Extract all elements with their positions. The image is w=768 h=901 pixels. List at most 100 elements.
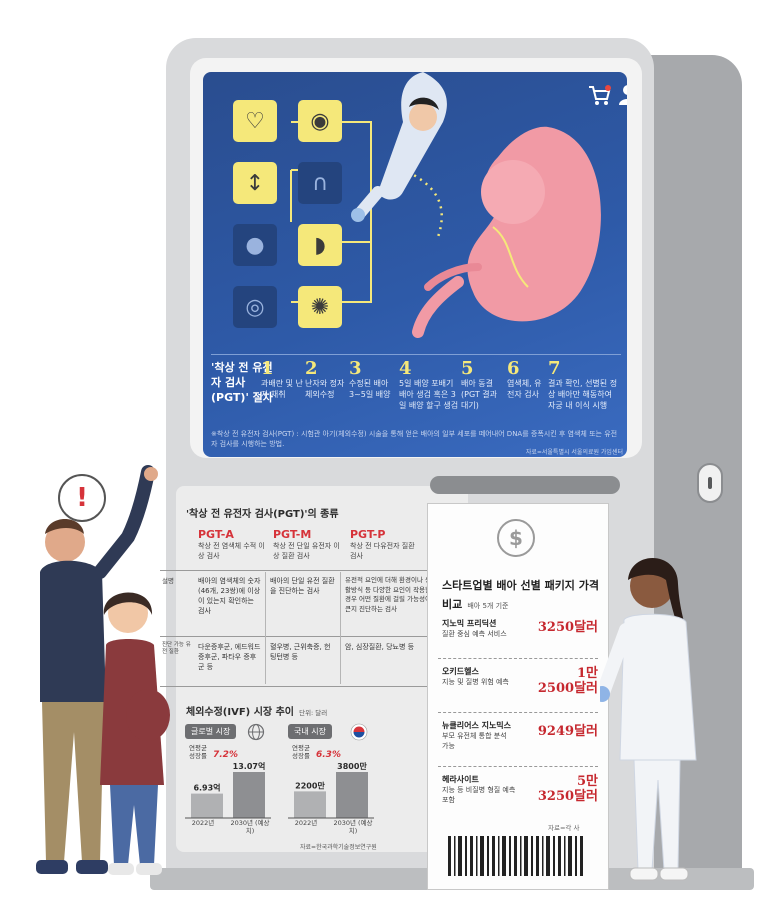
price-line-2: 3250달러: [537, 789, 598, 804]
table-rule-bottom: [160, 686, 432, 687]
step-5: 5 배아 동결 (PGT 결과 대기): [461, 360, 505, 411]
step-2: 2 난자와 정자 체외수정: [305, 360, 347, 400]
price-receipt: $ 스타트업별 배아 선별 패키지 가격 비교 배아 5개 기준 지노믹 프리딕…: [427, 503, 609, 890]
receipt-item: 오키드헬스 지능 및 질병 위험 예측 1만 2500달러: [442, 666, 598, 710]
ivf-title: 체외수정(IVF) 시장 추이: [186, 707, 294, 718]
ivf-heading: 체외수정(IVF) 시장 추이 단위: 달러: [186, 700, 436, 719]
eye-icon[interactable]: ◉: [298, 100, 342, 142]
step-6: 6 염색체, 유전자 검사: [507, 360, 545, 400]
bar-value-label: 3800만: [337, 761, 367, 771]
pgt-tag: PGT-A: [198, 528, 234, 541]
price-line-2: 9249달러: [537, 724, 598, 739]
row-label-description: 설명: [162, 577, 174, 585]
user-icon[interactable]: [617, 82, 627, 106]
info-panel: [176, 486, 468, 852]
bar-2022: [294, 791, 326, 818]
table-col-rule-2: [340, 572, 341, 684]
company-name: 지노믹 프리딕션: [442, 619, 497, 628]
procedure-source: 자료=서울특별시 서울의료원 가임센터: [525, 449, 623, 456]
barcode: [448, 836, 583, 876]
step-text: 결과 확인, 선별된 정상 배아만 해동하여 자궁 내 이식 시행: [548, 379, 618, 410]
price: 1만 2500달러: [538, 666, 598, 696]
step-3: 3 수정된 배아 3~5일 배양: [349, 360, 397, 400]
procedure-title: '착상 전 유전자 검사 (PGT)' 절차: [211, 361, 273, 404]
table-col-rule-1: [265, 572, 266, 684]
step-number: 3: [349, 358, 362, 379]
price-line-2: 2500달러: [537, 681, 598, 696]
receipt-divider: [438, 658, 598, 659]
step-1: 1 과배란 및 난자 채취: [261, 360, 303, 400]
chromosome-glyph: ∩: [311, 170, 329, 196]
chromosome-icon[interactable]: ∩: [298, 162, 342, 204]
step-number: 7: [548, 358, 561, 379]
step-7: 7 결과 확인, 선별된 정상 배아만 해동하여 자궁 내 이식 시행: [548, 360, 620, 411]
heart-rate-glyph: ♡: [245, 108, 265, 134]
step-number: 2: [305, 358, 318, 379]
virus-icon[interactable]: ✺: [298, 286, 342, 328]
doctor-reaching-illustration: [351, 72, 447, 222]
tick-label: 2030년 (예상치): [230, 819, 270, 835]
table-rule-top: [160, 570, 432, 571]
cart-icon[interactable]: [587, 84, 611, 106]
step-text: 배아 동결 (PGT 결과 대기): [461, 379, 498, 410]
female-doctor-illustration: [600, 557, 697, 881]
step-text: 염색체, 유전자 검사: [507, 379, 542, 399]
company-name: 뉴클리어스 지노믹스: [442, 721, 512, 730]
price-line-1: 1만: [576, 666, 598, 681]
receipt-source: 자료=각 사: [548, 824, 580, 832]
pgt-tag: PGT-P: [350, 528, 386, 541]
height-icon[interactable]: ↕: [233, 162, 277, 204]
receipt-divider: [438, 766, 598, 767]
pregnant-woman-illustration: [100, 592, 170, 875]
pgt-p-description: 유전적 요인에 더해 환경이나 생활방식 등 다양한 요인이 작용할 경우 어떤…: [345, 576, 432, 613]
ivf-unit: 단위: 달러: [299, 709, 328, 717]
pgt-m-header: PGT-M 착상 전 단일 유전자 이상 질환 검사: [273, 528, 345, 561]
price: 9249달러: [538, 724, 598, 739]
bar-2030: [233, 772, 265, 818]
liver-icon[interactable]: ◗: [298, 224, 342, 266]
height-glyph: ↕: [245, 170, 265, 196]
receipt-divider: [438, 712, 598, 713]
pgt-m-description: 배아의 단일 유전 질환을 진단하는 검사: [270, 577, 335, 595]
man-pointing-illustration: [36, 465, 158, 874]
cell-culture-glyph: ◎: [245, 294, 265, 320]
step-text: 과배란 및 난자 채취: [261, 379, 303, 399]
receipt-item: 뉴클리어스 지노믹스 부모 유전체 통합 분석 가능 9249달러: [442, 720, 598, 764]
receipt-sub: 배아 5개 기준: [467, 602, 509, 610]
step-number: 5: [461, 358, 474, 379]
step-number: 6: [507, 358, 520, 379]
table-rule-mid: [160, 636, 432, 637]
bar-value-label: 13.07억: [233, 761, 266, 771]
price-line-1: 5만: [576, 774, 598, 789]
pgt-types-title: '착상 전 유전자 검사(PGT)'의 종류: [186, 509, 339, 520]
step-number: 1: [261, 358, 274, 379]
receipt-item: 헤라사이트 지능 등 비질병 형질 예측 포함 5만 3250달러: [442, 774, 598, 818]
pgt-sub: 착상 전 염색체 수적 이상 검사: [198, 542, 265, 560]
rate-label: 연평균 성장률: [189, 744, 207, 760]
company-desc: 지능 및 질병 위험 예측: [442, 678, 509, 686]
svg-text:$: $: [509, 526, 523, 550]
rate-label: 연평균 성장률: [292, 744, 310, 760]
blood-drop-glyph: ●: [245, 232, 265, 258]
row-label-diseases: 진단 가능 유전 질환: [162, 642, 191, 655]
pgt-tag: PGT-M: [273, 528, 312, 541]
liver-glyph: ◗: [314, 232, 326, 258]
step-text: 5일 배양 포배기 배아 생검 혹은 3일 배양 할구 생검: [399, 379, 459, 410]
growth-rate: 7.2%: [213, 750, 238, 760]
domestic-bars-svg: 2200만 3800만: [288, 761, 374, 819]
cell-culture-icon[interactable]: ◎: [233, 286, 277, 328]
tick-label: 2022년: [191, 819, 215, 827]
lock-icon: [697, 463, 723, 503]
company-desc: 부모 유전체 통합 분석 가능: [442, 732, 507, 750]
step-4: 4 5일 배양 포배기 배아 생검 혹은 3일 배양 할구 생검: [399, 360, 459, 411]
title-rule: [211, 354, 621, 355]
blood-drop-icon[interactable]: ●: [233, 224, 277, 266]
globe-icon: [247, 723, 265, 741]
kiosk-screen: ♡ ◉ ↕ ∩ ● ◗ ◎ ✺ '착상 전 유전자 검사 (PGT)' 절차 1…: [203, 72, 627, 457]
bar-value-label: 2200만: [295, 780, 325, 790]
procedure-note: ※착상 전 유전자 검사(PGT) : 시험관 아기(체외수정) 시술을 통해 …: [211, 430, 618, 448]
company-name: 헤라사이트: [442, 775, 479, 784]
heart-rate-icon[interactable]: ♡: [233, 100, 277, 142]
